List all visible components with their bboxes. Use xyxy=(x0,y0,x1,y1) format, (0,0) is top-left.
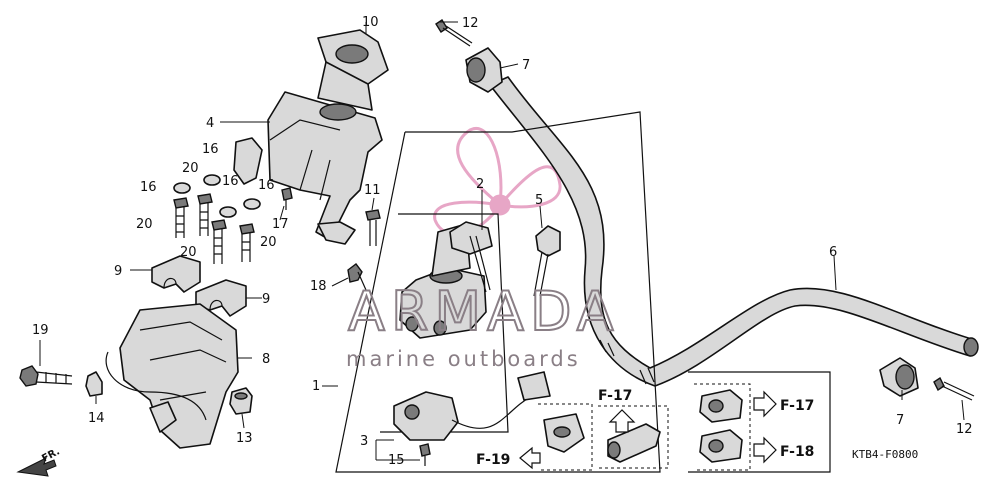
callout-11: 11 xyxy=(364,183,381,198)
callout-7-right: 7 xyxy=(896,413,904,428)
upper-steering-cover xyxy=(317,29,389,111)
connector-group-frame xyxy=(688,371,831,473)
arrow-right-icon-f18 xyxy=(753,436,777,464)
screw-15 xyxy=(419,443,431,466)
ref-f18: F-18 xyxy=(780,444,814,460)
callout-17: 17 xyxy=(272,217,289,232)
connector-f19 xyxy=(543,413,585,453)
grommet-14 xyxy=(85,371,103,397)
callout-12-top: 12 xyxy=(462,16,479,31)
callout-18: 18 xyxy=(310,279,327,294)
bolt-20-d xyxy=(239,223,255,262)
watermark-title: ARMADA xyxy=(348,280,620,343)
callout-1: 1 xyxy=(312,379,320,394)
ref-f17-right: F-17 xyxy=(780,398,814,414)
callout-13: 13 xyxy=(236,431,253,446)
bolt-20-b xyxy=(197,193,213,236)
callout-12-right: 12 xyxy=(956,422,973,437)
seat-lock-switch xyxy=(393,371,551,441)
connector-f17-mid xyxy=(607,423,661,463)
callout-15: 15 xyxy=(388,453,405,468)
key-cylinder-bolt-11 xyxy=(365,209,381,246)
bolt-20-a xyxy=(173,197,189,238)
callout-10: 10 xyxy=(362,15,379,30)
callout-3: 3 xyxy=(360,434,368,449)
ref-f17-top: F-17 xyxy=(598,388,632,404)
callout-8: 8 xyxy=(262,352,270,367)
callout-7-top: 7 xyxy=(522,58,530,73)
callout-5: 5 xyxy=(535,193,543,208)
callout-16-d: 16 xyxy=(140,180,157,195)
callout-2: 2 xyxy=(476,177,484,192)
nut-16-a xyxy=(173,182,191,194)
ignition-switch-body xyxy=(399,223,487,339)
diagram-code: KTB4-F0800 xyxy=(852,448,918,461)
callout-20-b: 20 xyxy=(136,217,153,232)
front-direction-arrow-icon xyxy=(16,457,57,477)
upper-holder-left xyxy=(151,255,201,293)
connector-detail-box-right xyxy=(694,383,751,471)
collar-13 xyxy=(229,387,253,415)
handlebar-end-weight-right xyxy=(879,357,919,397)
callout-16-b: 16 xyxy=(222,174,239,189)
nut-16-b xyxy=(203,174,221,186)
nut-16-c xyxy=(219,206,237,218)
connector-f17-right xyxy=(699,389,743,423)
watermark-subtitle: marine outboards xyxy=(346,347,581,371)
arrow-up-icon xyxy=(608,409,636,433)
connector-f18 xyxy=(699,429,743,463)
clip-17 xyxy=(281,187,293,210)
arrow-right-icon-f17 xyxy=(753,390,777,418)
arrow-left-icon xyxy=(519,446,541,470)
callout-20-d: 20 xyxy=(260,235,277,250)
spare-key xyxy=(533,225,561,297)
ref-f19: F-19 xyxy=(476,452,510,468)
callout-20-c: 20 xyxy=(180,245,197,260)
callout-16-c: 16 xyxy=(258,178,275,193)
callout-9-left: 9 xyxy=(114,264,122,279)
handlebar-end-weight-left xyxy=(465,47,503,93)
end-weight-screw-top xyxy=(435,19,473,47)
bolt-19 xyxy=(19,365,73,387)
main-switch-assembly-frame xyxy=(335,111,661,473)
callout-19: 19 xyxy=(32,323,49,338)
callout-9-right: 9 xyxy=(262,292,270,307)
bolt-18 xyxy=(347,263,367,291)
handlebar-pipe xyxy=(489,76,979,387)
nut-16-d xyxy=(243,198,261,210)
callout-4: 4 xyxy=(206,116,214,131)
callout-14: 14 xyxy=(88,411,105,426)
callout-16-a: 16 xyxy=(202,142,219,157)
connector-detail-box-left xyxy=(538,403,593,471)
end-weight-screw-right xyxy=(933,376,975,401)
handlebar-holder-bracket xyxy=(267,91,383,245)
leader-lines xyxy=(39,21,965,461)
bolt-20-c xyxy=(211,219,227,264)
lower-handlebar-cover xyxy=(105,303,239,449)
callout-6: 6 xyxy=(829,245,837,260)
callout-20-a: 20 xyxy=(182,161,199,176)
steering-stem-bracket-left xyxy=(233,137,263,185)
